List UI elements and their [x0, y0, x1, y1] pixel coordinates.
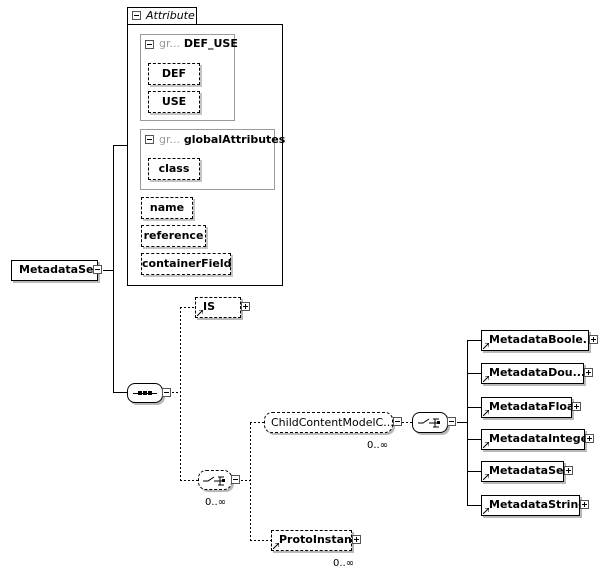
element-metadataset-expand-toggle[interactable] [564, 466, 573, 475]
element-metadatastring[interactable]: MetadataString [481, 495, 580, 516]
reference-arrow-icon [197, 310, 203, 316]
element-metadatafloat[interactable]: MetadataFloat [481, 397, 572, 418]
group-def-use-prefix: gr... [159, 37, 180, 50]
element-metadataboolean-expand-toggle[interactable] [589, 335, 598, 344]
reference-arrow-icon [483, 376, 489, 382]
choice-icon [418, 418, 440, 428]
group-def-use-name: DEF_USE [183, 37, 238, 50]
reference-arrow-icon [483, 410, 489, 416]
reference-arrow-icon [483, 343, 489, 349]
attribute-name[interactable]: name [141, 197, 193, 219]
attributes-tab[interactable]: Attribute [127, 7, 197, 25]
choice-compositor-outer[interactable] [198, 470, 232, 490]
element-metadatafloat-expand-toggle[interactable] [572, 402, 581, 411]
reference-arrow-icon [483, 442, 489, 448]
attribute-containerfield[interactable]: containerField [141, 253, 231, 275]
element-is[interactable]: IS [195, 297, 241, 318]
element-metadatainteger[interactable]: MetadataInteger [481, 429, 585, 450]
element-protoinstance[interactable]: ProtoInstance [271, 530, 352, 551]
attributes-tab-label: Attribute [146, 9, 195, 22]
group-child-content-model-label: ChildContentModelC... [271, 416, 394, 429]
reference-arrow-icon [273, 543, 279, 549]
element-metadatadouble[interactable]: MetadataDou... [481, 363, 584, 384]
group-global-attributes-title: gr... globalAttributes [159, 133, 285, 147]
choice-inner-collapse-toggle[interactable] [447, 417, 456, 426]
attribute-use[interactable]: USE [148, 91, 200, 113]
element-metadataset[interactable]: MetadataSet [481, 461, 564, 482]
sequence-collapse-toggle[interactable] [162, 388, 171, 397]
element-metadatadouble-expand-toggle[interactable] [584, 368, 593, 377]
group-child-content-model-toggle[interactable] [393, 417, 402, 426]
sequence-icon [133, 391, 157, 395]
element-is-expand-toggle[interactable] [241, 302, 250, 311]
element-protoinstance-label: ProtoInstance [279, 533, 352, 546]
sequence-compositor[interactable] [127, 383, 163, 403]
attributes-collapse-toggle[interactable] [132, 11, 141, 20]
attribute-def[interactable]: DEF [148, 63, 200, 85]
reference-arrow-icon [483, 508, 489, 514]
element-metadatastring-expand-toggle[interactable] [580, 500, 589, 509]
attribute-reference[interactable]: reference [141, 225, 206, 247]
reference-arrow-icon [483, 474, 489, 480]
attribute-class[interactable]: class [148, 158, 200, 180]
element-protoinstance-cardinality: 0..∞ [333, 558, 355, 569]
root-element-metadataset[interactable]: MetadataSet [11, 260, 98, 281]
root-element-label: MetadataSet [19, 263, 98, 276]
group-child-content-model-cardinality: 0..∞ [367, 440, 389, 451]
choice-compositor-inner[interactable] [412, 412, 448, 433]
element-metadatainteger-expand-toggle[interactable] [585, 434, 594, 443]
choice-outer-collapse-toggle[interactable] [231, 475, 240, 484]
group-child-content-model[interactable]: ChildContentModelC... [264, 412, 394, 433]
element-metadataboolean[interactable]: MetadataBoole... [481, 330, 589, 351]
group-def-use-collapse-toggle[interactable] [145, 40, 154, 49]
group-global-attributes-name: globalAttributes [183, 133, 286, 146]
choice-icon [203, 476, 225, 486]
group-global-attributes-collapse-toggle[interactable] [145, 135, 154, 144]
element-protoinstance-expand-toggle[interactable] [352, 535, 361, 544]
group-global-attributes-prefix: gr... [159, 133, 180, 146]
root-collapse-toggle[interactable] [93, 265, 102, 274]
group-def-use-title: gr... DEF_USE [159, 37, 238, 51]
choice-outer-cardinality: 0..∞ [205, 497, 227, 508]
element-is-label: IS [203, 300, 216, 313]
